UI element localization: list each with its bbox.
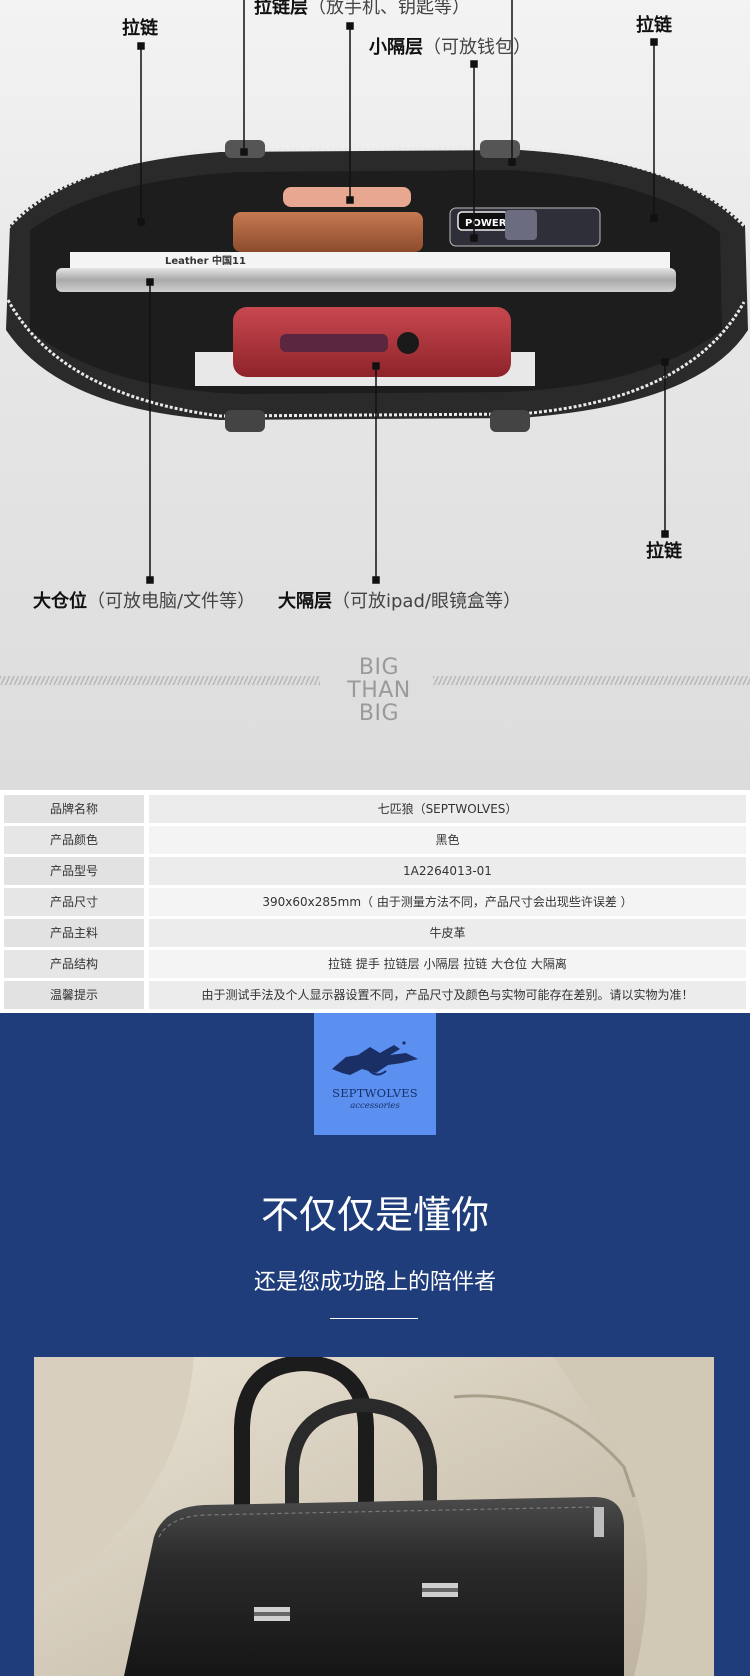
spec-value: 拉链 提手 拉链层 小隔层 拉链 大仓位 大隔离 bbox=[149, 950, 746, 978]
notebook-label: Leather 中国11 bbox=[165, 254, 246, 267]
callout-label: 大仓位 bbox=[33, 591, 87, 612]
spec-key: 产品颜色 bbox=[4, 826, 144, 854]
spec-value: 由于测试手法及个人显示器设置不同，产品尺寸及颜色与实物可能存在差别。请以实物为准… bbox=[149, 981, 746, 1009]
callout-note: （可放ipad/眼镜盒等） bbox=[332, 591, 521, 612]
briefcase-photo bbox=[34, 1357, 714, 1676]
callout-label: 拉链 bbox=[636, 15, 672, 36]
callout-zipper-top-left: 拉链 bbox=[122, 18, 158, 40]
briefcase-in-car-image bbox=[34, 1357, 714, 1676]
callout-zipper-bottom-right: 拉链 bbox=[646, 541, 682, 563]
table-row: 温馨提示 由于测试手法及个人显示器设置不同，产品尺寸及颜色与实物可能存在差别。请… bbox=[4, 981, 746, 1009]
callout-large-compartment: 大隔层（可放ipad/眼镜盒等） bbox=[278, 591, 521, 613]
decorative-hatch-left bbox=[0, 676, 320, 685]
table-row: 产品型号 1A2264013-01 bbox=[4, 857, 746, 885]
mark-line-1: BIG bbox=[358, 655, 400, 680]
bag-interior-diagram: POWER Leather 中国11 bbox=[0, 0, 750, 790]
decorative-hatch-right bbox=[433, 676, 750, 685]
spec-value: 七匹狼（SEPTWOLVES） bbox=[149, 795, 746, 823]
spec-key: 产品主料 bbox=[4, 919, 144, 947]
spec-value: 牛皮革 bbox=[149, 919, 746, 947]
callout-label: 拉链层 bbox=[254, 0, 308, 18]
big-than-big-mark: BIG THAN BIG bbox=[340, 656, 418, 725]
brand-logo: SEPTWOLVES accessories bbox=[314, 1013, 436, 1135]
callout-label: 拉链 bbox=[122, 18, 158, 39]
callout-zipper-top-right: 拉链 bbox=[636, 15, 672, 37]
logo-subtitle: accessories bbox=[350, 1101, 400, 1111]
powerbank-label: POWER bbox=[465, 218, 507, 229]
spec-key: 品牌名称 bbox=[4, 795, 144, 823]
wolf-logo-icon bbox=[332, 1041, 418, 1076]
spec-value: 1A2264013-01 bbox=[149, 857, 746, 885]
headline-divider bbox=[330, 1318, 418, 1319]
spec-key: 产品型号 bbox=[4, 857, 144, 885]
brand-subline: 还是您成功路上的陪伴者 bbox=[253, 1270, 496, 1295]
table-row: 品牌名称 七匹狼（SEPTWOLVES） bbox=[4, 795, 746, 823]
callout-label: 拉链 bbox=[646, 541, 682, 562]
table-row: 产品颜色 黑色 bbox=[4, 826, 746, 854]
spec-value: 390x60x285mm（ 由于测量方法不同，产品尺寸会出现些许误差 ） bbox=[149, 888, 746, 916]
logo-wordmark: SEPTWOLVES bbox=[332, 1086, 418, 1100]
callout-main-compartment: 大仓位（可放电脑/文件等） bbox=[33, 591, 255, 613]
mark-line-3: BIG bbox=[358, 701, 400, 726]
brand-headline: 不仅仅是懂你 bbox=[260, 1193, 489, 1237]
callout-label: 大隔层 bbox=[278, 591, 332, 612]
callout-note: （放手机、钥匙等） bbox=[308, 0, 470, 18]
callout-note: （可放电脑/文件等） bbox=[87, 591, 256, 612]
spec-table: 品牌名称 七匹狼（SEPTWOLVES） 产品颜色 黑色 产品型号 1A2264… bbox=[0, 790, 750, 1013]
spec-value: 黑色 bbox=[149, 826, 746, 854]
callout-note: （可放钱包） bbox=[423, 37, 531, 58]
callout-zipper-layer: 拉链层（放手机、钥匙等） bbox=[254, 0, 470, 19]
table-row: 产品主料 牛皮革 bbox=[4, 919, 746, 947]
bag-interior-image: POWER Leather 中国11 bbox=[6, 0, 748, 584]
callout-small-compartment: 小隔层（可放钱包） bbox=[369, 37, 531, 59]
spec-key: 产品结构 bbox=[4, 950, 144, 978]
table-row: 产品尺寸 390x60x285mm（ 由于测量方法不同，产品尺寸会出现些许误差 … bbox=[4, 888, 746, 916]
spec-key: 产品尺寸 bbox=[4, 888, 144, 916]
table-row: 产品结构 拉链 提手 拉链层 小隔层 拉链 大仓位 大隔离 bbox=[4, 950, 746, 978]
spec-key: 温馨提示 bbox=[4, 981, 144, 1009]
mark-line-2: THAN bbox=[347, 678, 411, 703]
callout-label: 小隔层 bbox=[369, 37, 423, 58]
